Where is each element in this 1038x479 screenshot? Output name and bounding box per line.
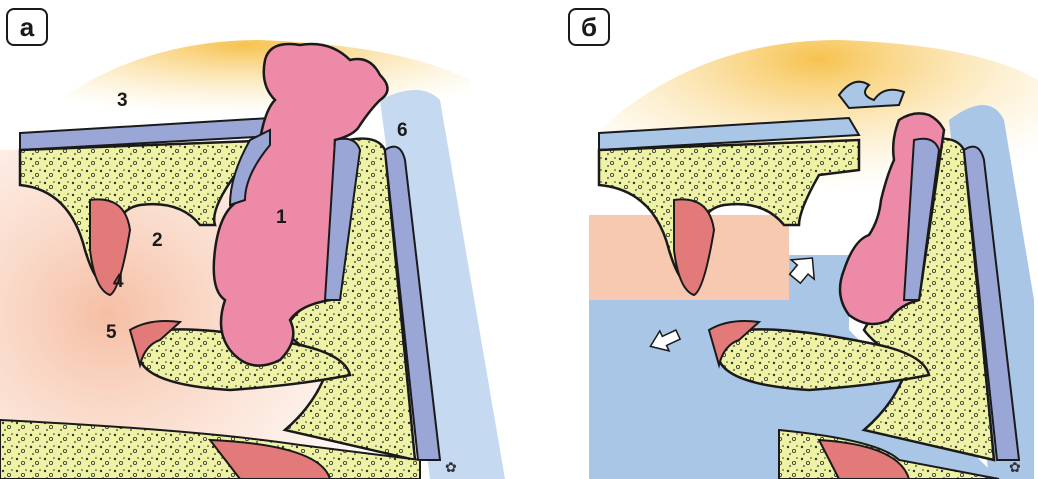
panel-b-illustration: ✿ bbox=[519, 0, 1038, 479]
panel-a-illustration: ✿ bbox=[0, 0, 519, 479]
label-5: 5 bbox=[106, 322, 117, 344]
artist-mark: ✿ bbox=[1009, 459, 1021, 475]
panel-tag: б bbox=[568, 8, 610, 46]
label-6: 6 bbox=[397, 120, 408, 142]
panel-a: ✿ а 1 2 3 4 5 6 bbox=[0, 0, 519, 479]
label-3: 3 bbox=[117, 90, 128, 112]
panel-b: ✿ б bbox=[519, 0, 1038, 479]
label-2: 2 bbox=[152, 230, 163, 252]
panel-tag: а bbox=[6, 8, 48, 46]
artist-mark: ✿ bbox=[445, 459, 457, 475]
label-1: 1 bbox=[276, 207, 287, 229]
label-4: 4 bbox=[113, 271, 124, 293]
